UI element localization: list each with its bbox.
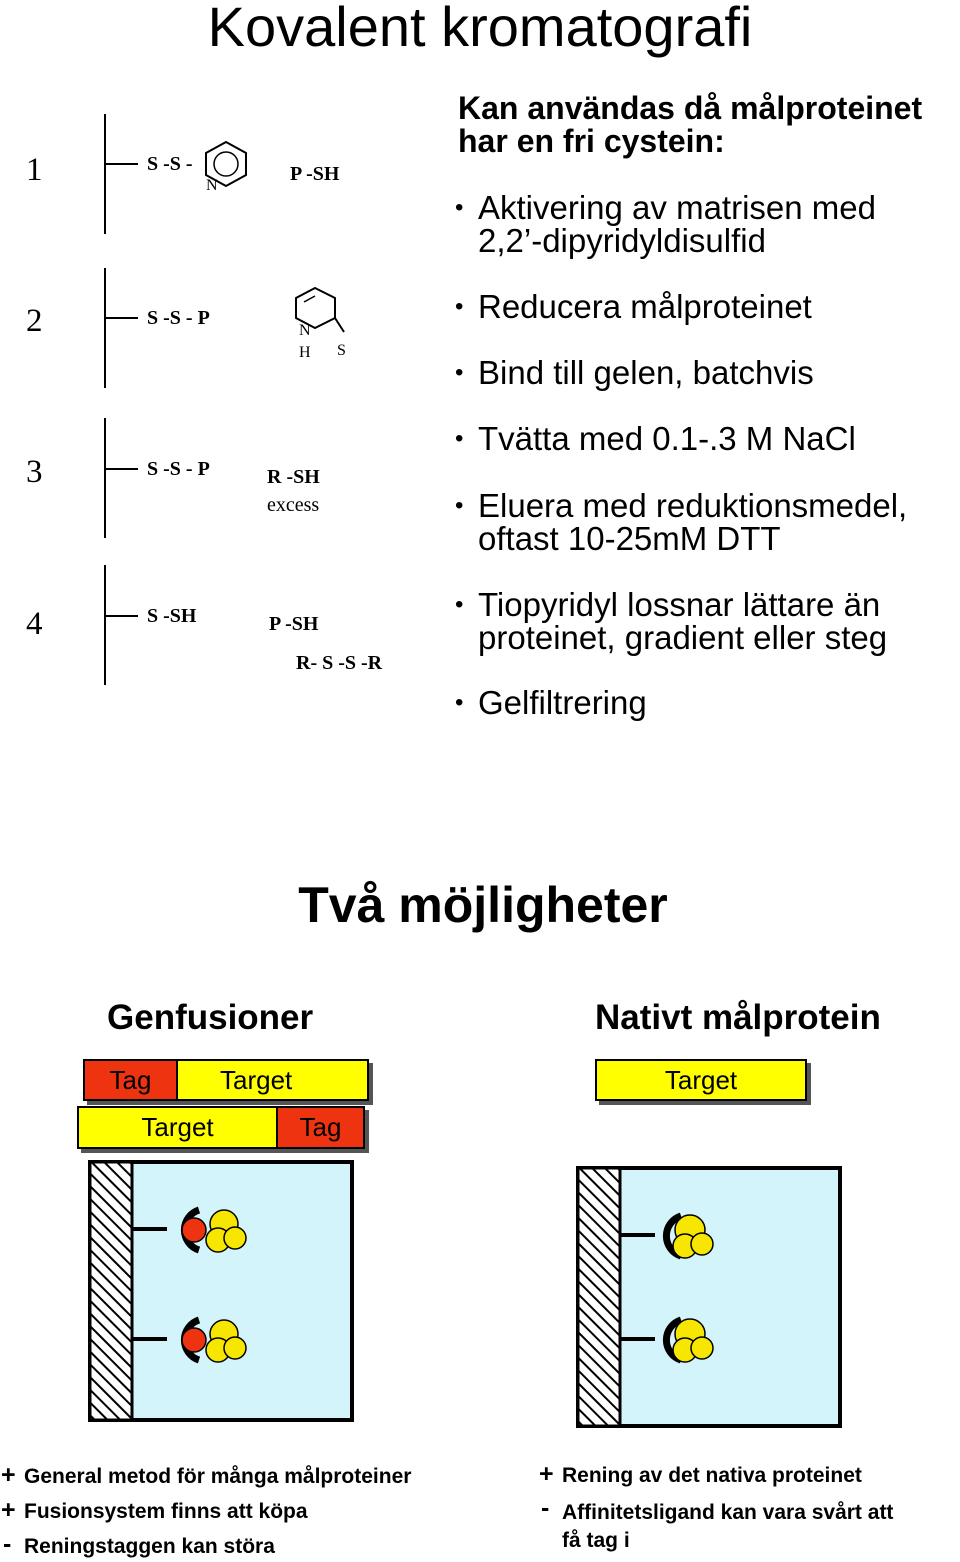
step-left-label: S -S - P: [147, 307, 210, 329]
description-heading: Kan användas då målproteinet har en fri …: [458, 90, 923, 159]
step-number: 2: [26, 303, 43, 339]
step-left-label: S -S -: [147, 153, 193, 175]
bullet-item: Eluera med reduktionsmedel, oftast 10-25…: [455, 489, 948, 555]
step-right-label: P -SH: [290, 163, 340, 185]
tag-box: Tag: [83, 1059, 178, 1101]
bullet-item: Tiopyridyl lossnar lättare än proteinet,…: [455, 588, 948, 654]
section-title: Två möjligheter: [298, 877, 668, 933]
ring-hydrogen-label: H: [299, 344, 311, 361]
step-right-label: R -SH: [267, 466, 320, 488]
con-sign: -: [3, 1530, 12, 1558]
bullet-item: Gelfiltrering: [455, 686, 948, 719]
pro-sign: +: [539, 1460, 554, 1488]
con-sign: -: [541, 1494, 550, 1522]
fusion-column-diagram: [88, 1160, 354, 1422]
bullet-item: Tvätta med 0.1-.3 M NaCl: [455, 422, 948, 455]
matrix-line: [104, 565, 106, 685]
ring-nitrogen-label: N: [206, 177, 218, 194]
tag-box: Tag: [276, 1106, 365, 1149]
bound-protein-bottom: [620, 1316, 714, 1364]
step-right-label: P -SH: [269, 613, 319, 635]
linker-line: [104, 317, 138, 319]
option-title: Nativt målprotein: [595, 998, 881, 1037]
option-title: Genfusioner: [107, 998, 314, 1037]
step-number: 4: [26, 606, 43, 642]
bound-protein-top: [132, 1206, 247, 1254]
step-right-sublabel: excess: [267, 494, 320, 516]
matrix-line: [104, 114, 106, 234]
native-column-diagram: [576, 1166, 842, 1428]
step-left-label: S -S - P: [147, 458, 210, 480]
ring-sulfur-label: S: [337, 342, 346, 359]
ring-nitrogen-label: N: [299, 322, 311, 339]
matrix-line: [104, 268, 106, 388]
target-box: Target: [595, 1059, 807, 1101]
con-item: Affinitetsligand kan vara svårt att få t…: [562, 1501, 894, 1552]
pro-item: Fusionsystem finns att köpa: [24, 1500, 308, 1523]
con-item: Reningstaggen kan störa: [24, 1535, 275, 1558]
pro-sign: +: [1, 1496, 16, 1524]
target-box: Target: [176, 1059, 369, 1101]
pro-item: General metod för många målproteiner: [24, 1465, 412, 1488]
step-number: 3: [26, 454, 43, 490]
linker-line: [104, 163, 138, 165]
step-left-label: S -SH: [147, 605, 197, 627]
target-box: Target: [77, 1106, 278, 1149]
thiopyridone-ring-icon: [295, 286, 345, 333]
bullet-item: Bind till gelen, batchvis: [455, 356, 948, 389]
page-title: Kovalent kromatografi: [207, 0, 753, 58]
bullet-item: Aktivering av matrisen med 2,2’-dipyridy…: [455, 191, 948, 257]
step-right-sublabel: R- S -S -R: [296, 652, 383, 674]
pro-item: Rening av det nativa proteinet: [562, 1464, 862, 1487]
pro-sign: +: [1, 1461, 16, 1489]
bound-protein-top: [620, 1212, 714, 1260]
linker-line: [104, 615, 138, 617]
bullet-item: Reducera målproteinet: [455, 290, 948, 323]
step-number: 1: [26, 152, 43, 188]
bound-protein-bottom: [132, 1316, 247, 1364]
linker-line: [104, 468, 138, 470]
matrix-line: [104, 418, 106, 538]
pyridine-ring-icon: [205, 140, 247, 188]
